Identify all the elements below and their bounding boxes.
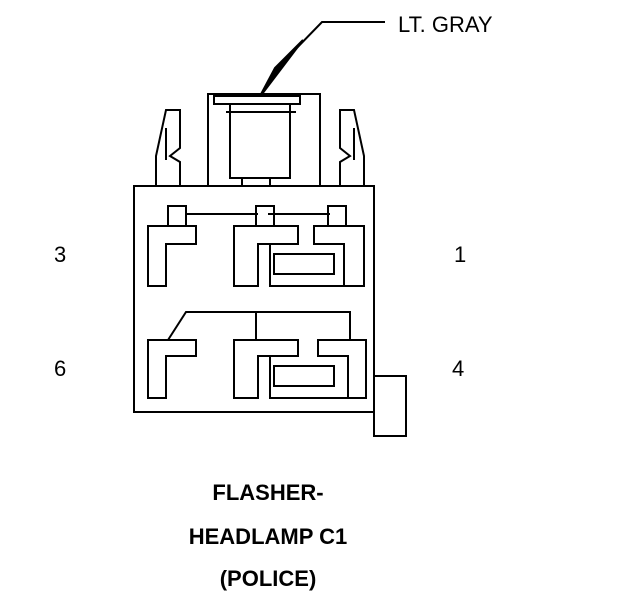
cavity-3 [147, 225, 197, 287]
cavity-2 [233, 225, 299, 287]
leader-line [288, 21, 385, 57]
cavity-4 [317, 339, 367, 399]
pin-label-6: 6 [54, 356, 67, 381]
connector-body [133, 185, 375, 413]
latch-inner [229, 104, 291, 179]
terminal-slot-bottom [273, 365, 335, 387]
title-line-3: (POLICE) [219, 566, 317, 591]
arrow-pointer [258, 39, 304, 99]
cavity-5 [233, 339, 299, 399]
left-lock-finger [155, 109, 181, 186]
side-tab [373, 375, 407, 437]
latch-bar [213, 95, 301, 105]
pin-label-3: 3 [54, 242, 67, 267]
latch-tab [241, 177, 271, 187]
pin-label-4: 4 [452, 356, 465, 381]
wire-color-label: LT. GRAY [398, 12, 493, 37]
right-lock-finger [339, 109, 365, 186]
latch-housing [207, 93, 321, 186]
cavity-1 [313, 225, 365, 287]
title-line-2: HEADLAMP C1 [188, 524, 348, 549]
terminal-slot-top [273, 253, 335, 275]
title-line-1: FLASHER- [212, 480, 324, 505]
pin-label-1: 1 [454, 242, 467, 267]
cavity-6 [147, 339, 197, 399]
